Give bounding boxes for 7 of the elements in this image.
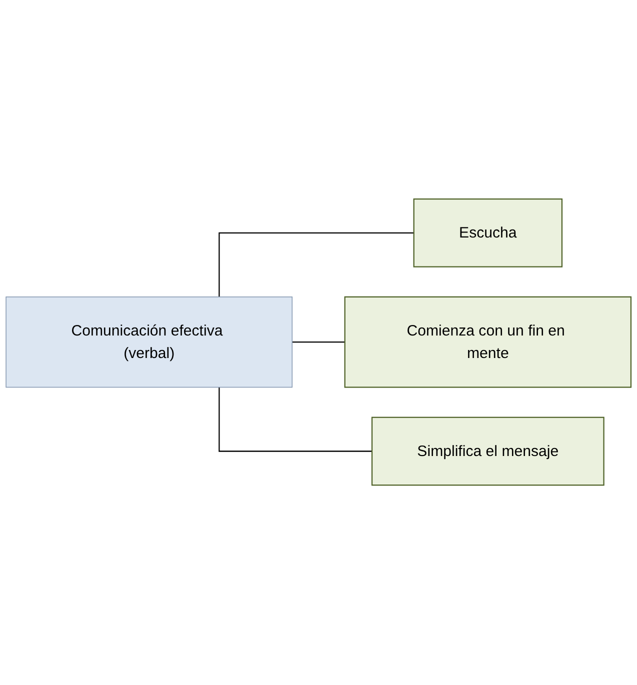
node-box: Comienza con un fin en mente (344, 296, 632, 388)
node-box: Escucha (413, 198, 563, 268)
connector (292, 342, 345, 344)
node-box: Simplifica el mensaje (371, 417, 604, 486)
connector (218, 388, 372, 452)
connector (218, 232, 414, 298)
node-box: Comunicación efectiva (verbal) (6, 296, 293, 388)
